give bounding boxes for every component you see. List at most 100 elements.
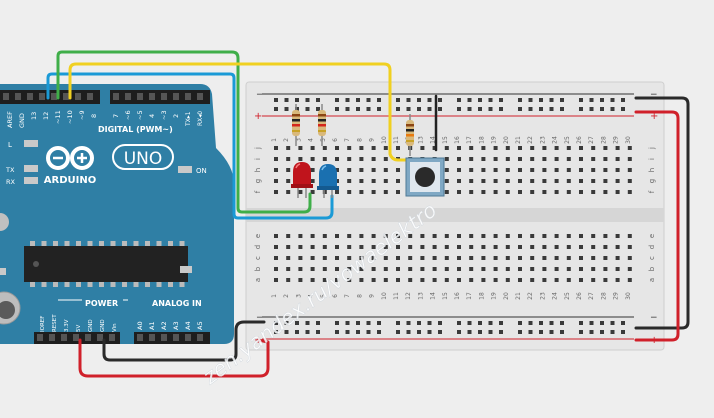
breadboard-hole[interactable] <box>518 267 522 271</box>
breadboard-hole[interactable] <box>457 179 461 183</box>
rail-hole[interactable] <box>377 98 381 102</box>
breadboard-hole[interactable] <box>286 168 291 172</box>
rail-hole[interactable] <box>610 107 615 111</box>
rail-hole[interactable] <box>345 321 350 325</box>
breadboard-hole[interactable] <box>286 179 291 183</box>
breadboard-hole[interactable] <box>579 234 583 238</box>
rail-hole[interactable] <box>305 107 310 111</box>
breadboard-hole[interactable] <box>444 234 449 238</box>
header-pin[interactable] <box>113 93 119 100</box>
breadboard-hole[interactable] <box>591 267 596 271</box>
breadboard-hole[interactable] <box>493 267 498 271</box>
breadboard-hole[interactable] <box>554 146 559 150</box>
rail-hole[interactable] <box>356 330 360 334</box>
rail-hole[interactable] <box>345 98 350 102</box>
breadboard-hole[interactable] <box>493 278 498 282</box>
rail-hole[interactable] <box>488 330 493 334</box>
breadboard-hole[interactable] <box>481 168 486 172</box>
rail-hole[interactable] <box>417 98 421 102</box>
breadboard-hole[interactable] <box>469 234 474 238</box>
breadboard-hole[interactable] <box>554 168 559 172</box>
breadboard-hole[interactable] <box>627 179 632 183</box>
breadboard-hole[interactable] <box>579 146 583 150</box>
breadboard-hole[interactable] <box>298 234 303 238</box>
breadboard-hole[interactable] <box>505 256 510 260</box>
breadboard-hole[interactable] <box>591 146 596 150</box>
rail-hole[interactable] <box>377 107 381 111</box>
breadboard-hole[interactable] <box>310 278 315 282</box>
breadboard-hole[interactable] <box>396 179 400 183</box>
breadboard-hole[interactable] <box>542 157 547 161</box>
rail-hole[interactable] <box>406 107 411 111</box>
rail-hole[interactable] <box>457 107 461 111</box>
rail-hole[interactable] <box>366 107 371 111</box>
rail-hole[interactable] <box>539 107 543 111</box>
breadboard-hole[interactable] <box>432 245 437 249</box>
breadboard-hole[interactable] <box>542 267 547 271</box>
rail-hole[interactable] <box>518 330 522 334</box>
rail-hole[interactable] <box>467 330 472 334</box>
breadboard-hole[interactable] <box>469 146 474 150</box>
rail-hole[interactable] <box>335 107 339 111</box>
breadboard-hole[interactable] <box>396 146 400 150</box>
breadboard-hole[interactable] <box>396 267 400 271</box>
breadboard-hole[interactable] <box>591 190 596 194</box>
breadboard-hole[interactable] <box>591 245 596 249</box>
breadboard-hole[interactable] <box>615 278 620 282</box>
breadboard-hole[interactable] <box>603 278 608 282</box>
breadboard-hole[interactable] <box>554 267 559 271</box>
breadboard-hole[interactable] <box>408 256 413 260</box>
breadboard-hole[interactable] <box>359 245 364 249</box>
rail-hole[interactable] <box>457 321 461 325</box>
breadboard-hole[interactable] <box>603 157 608 161</box>
breadboard-hole[interactable] <box>542 146 547 150</box>
breadboard-hole[interactable] <box>518 190 522 194</box>
breadboard-hole[interactable] <box>505 157 510 161</box>
rail-hole[interactable] <box>406 321 411 325</box>
breadboard-hole[interactable] <box>542 256 547 260</box>
breadboard-hole[interactable] <box>335 190 339 194</box>
header-pin[interactable] <box>85 334 91 341</box>
breadboard-hole[interactable] <box>627 190 632 194</box>
breadboard-hole[interactable] <box>615 157 620 161</box>
breadboard-hole[interactable] <box>627 278 632 282</box>
breadboard-hole[interactable] <box>554 245 559 249</box>
rail-hole[interactable] <box>377 330 381 334</box>
header-pin[interactable] <box>51 93 57 100</box>
breadboard-hole[interactable] <box>286 157 291 161</box>
components[interactable] <box>291 104 445 198</box>
breadboard-hole[interactable] <box>603 168 608 172</box>
breadboard-hole[interactable] <box>579 168 583 172</box>
breadboard-hole[interactable] <box>579 157 583 161</box>
rail-hole[interactable] <box>589 330 594 334</box>
breadboard-hole[interactable] <box>347 157 352 161</box>
breadboard-hole[interactable] <box>347 245 352 249</box>
header-pin[interactable] <box>37 334 43 341</box>
rail-hole[interactable] <box>478 107 482 111</box>
resistor-1[interactable] <box>292 104 300 146</box>
led-blue[interactable] <box>317 164 339 198</box>
rail-hole[interactable] <box>621 107 625 111</box>
breadboard-hole[interactable] <box>505 179 510 183</box>
breadboard-hole[interactable] <box>481 256 486 260</box>
rail-hole[interactable] <box>427 330 432 334</box>
breadboard-hole[interactable] <box>579 179 583 183</box>
header-pin[interactable] <box>15 93 21 100</box>
rail-hole[interactable] <box>549 107 554 111</box>
breadboard-hole[interactable] <box>371 234 376 238</box>
breadboard-hole[interactable] <box>444 267 449 271</box>
breadboard-hole[interactable] <box>383 267 388 271</box>
breadboard-hole[interactable] <box>286 234 291 238</box>
rail-hole[interactable] <box>457 330 461 334</box>
breadboard-hole[interactable] <box>444 256 449 260</box>
breadboard-hole[interactable] <box>347 267 352 271</box>
wire-green[interactable] <box>56 50 312 214</box>
breadboard-hole[interactable] <box>615 256 620 260</box>
breadboard-hole[interactable] <box>481 157 486 161</box>
rail-hole[interactable] <box>467 321 472 325</box>
breadboard-hole[interactable] <box>493 179 498 183</box>
breadboard-hole[interactable] <box>591 234 596 238</box>
breadboard-hole[interactable] <box>432 256 437 260</box>
rail-hole[interactable] <box>417 107 421 111</box>
